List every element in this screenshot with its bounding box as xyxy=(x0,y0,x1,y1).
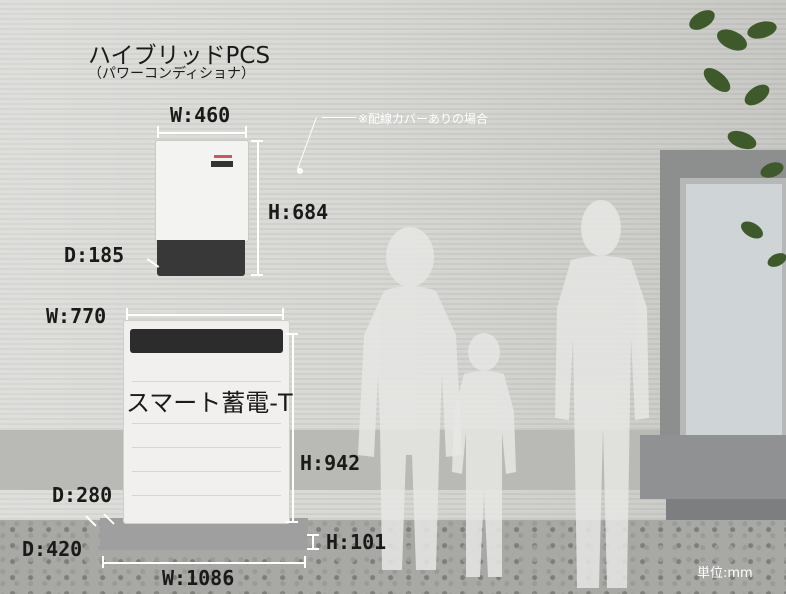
panel-seam xyxy=(132,423,281,424)
pcs-wiring-cover xyxy=(157,240,245,276)
pcs-subtitle: （パワーコンディショナ） xyxy=(88,66,256,82)
base-depth-label: D:420 xyxy=(22,537,83,561)
base-width-tick xyxy=(102,556,104,568)
pcs-width-tick xyxy=(157,126,159,138)
battery-height-tick xyxy=(286,521,298,523)
unit-label: 単位:mm xyxy=(697,566,753,581)
note-leader-line xyxy=(322,117,356,118)
panel-seam xyxy=(132,447,281,448)
hybrid-pcs-unit xyxy=(155,140,249,278)
leaf-plant-icon xyxy=(689,10,786,267)
pcs-width-tick xyxy=(245,126,247,138)
person-silhouette-icon xyxy=(452,333,516,577)
pcs-height-tick xyxy=(251,274,263,276)
gravel-ground xyxy=(0,520,786,594)
pcs-title: ハイブリッドPCS xyxy=(88,43,271,69)
battery-width-line xyxy=(126,314,284,316)
panel-seam xyxy=(132,471,281,472)
battery-height-line xyxy=(292,333,294,523)
battery-width-tick xyxy=(126,308,128,320)
base-height-tick xyxy=(307,548,319,550)
person-silhouette-icon xyxy=(358,227,462,570)
base-width-label: W:1086 xyxy=(162,566,235,590)
base-width-line xyxy=(102,562,306,564)
panel-seam xyxy=(132,381,281,382)
entrance-step xyxy=(640,435,786,499)
pcs-depth-label: D:185 xyxy=(64,243,125,267)
battery-height-tick xyxy=(286,333,298,335)
base-height-tick xyxy=(307,534,319,536)
battery-width-label: W:770 xyxy=(46,304,107,328)
pcs-width-label: W:460 xyxy=(170,103,231,127)
pcs-display xyxy=(211,161,233,167)
panel-seam xyxy=(132,495,281,496)
pcs-width-line xyxy=(157,132,247,134)
pcs-height-line xyxy=(257,140,259,276)
pcs-height-label: H:684 xyxy=(268,200,329,224)
battery-width-tick xyxy=(282,308,284,320)
battery-depth-label: D:280 xyxy=(52,483,113,507)
pcs-body xyxy=(155,140,249,242)
battery-name: スマート蓄電-T xyxy=(126,389,293,417)
battery-unit xyxy=(123,320,290,524)
battery-body xyxy=(123,320,290,524)
note-leader-dot xyxy=(297,168,303,174)
wiring-cover-note: ※配線カバーありの場合 xyxy=(358,112,489,126)
battery-top-panel xyxy=(130,329,283,353)
battery-height-label: H:942 xyxy=(300,451,361,475)
pcs-logo xyxy=(214,155,232,158)
base-width-tick xyxy=(304,556,306,568)
base-height-line xyxy=(312,535,314,549)
pcs-height-tick xyxy=(251,140,263,142)
person-silhouette-icon xyxy=(555,200,649,588)
base-height-label: H:101 xyxy=(326,530,387,554)
